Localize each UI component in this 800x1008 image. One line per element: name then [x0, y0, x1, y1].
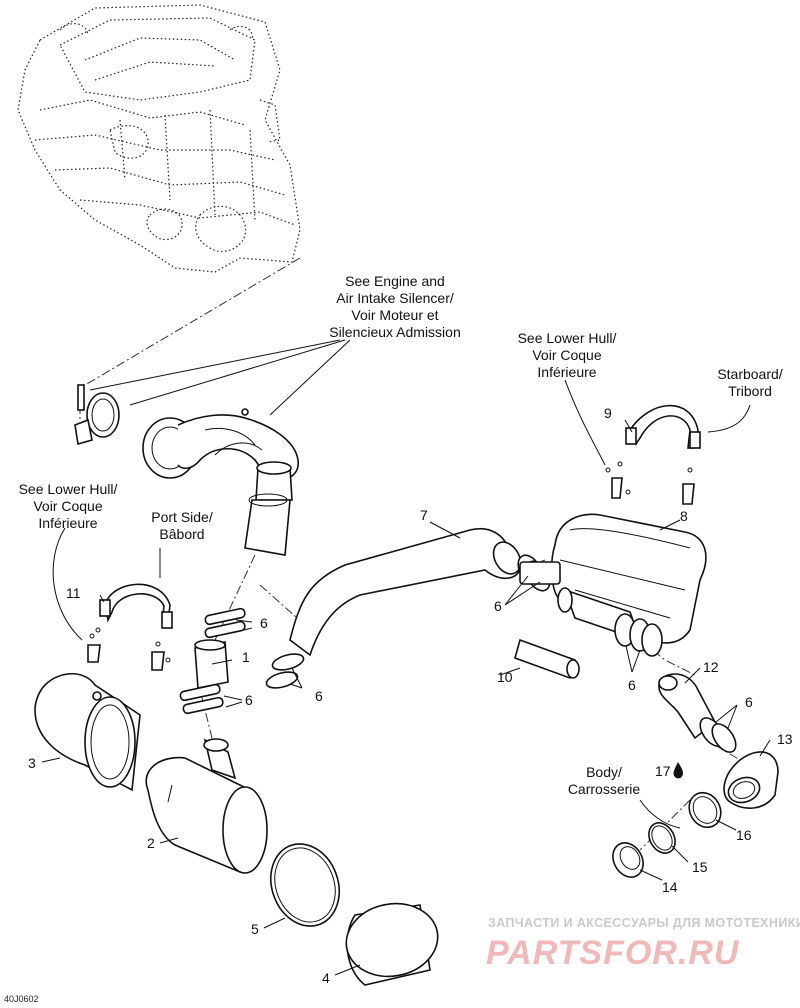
svg-text:Air Intake Silencer/: Air Intake Silencer/ — [336, 290, 454, 306]
part-number-10: 10 — [497, 669, 513, 685]
svg-text:Inférieure: Inférieure — [38, 515, 97, 531]
callout-lower-hull-right: See Lower Hull/ Voir Coque Inférieure — [518, 330, 617, 380]
tube-10 — [514, 638, 580, 680]
callout-body: Body/ Carrosserie — [568, 764, 641, 797]
watermark-brand: PARTSFOR.RU — [486, 934, 740, 972]
watermark-tagline: ЗАПЧАСТИ И АКСЕССУАРЫ ДЛЯ МОТОТЕХНИКИ — [488, 916, 800, 930]
part-number-12: 12 — [703, 659, 719, 675]
hose-clamps-upper-left — [204, 607, 246, 639]
part-number-15: 15 — [692, 859, 708, 875]
part-number-11: 11 — [66, 585, 81, 601]
callout-engine-intake: See Engine and Air Intake Silencer/ Voir… — [329, 273, 461, 340]
coupling-hose-1 — [194, 639, 229, 689]
svg-text:Bâbord: Bâbord — [159, 526, 204, 542]
upper-clamp — [74, 384, 120, 446]
part-number-13: 13 — [777, 731, 793, 747]
callout-port-side: Port Side/ Bâbord — [151, 509, 213, 542]
part-number-6-a: 6 — [260, 615, 268, 631]
drawing-reference: 40J0602 — [4, 994, 39, 1004]
svg-text:Body/: Body/ — [586, 764, 622, 780]
svg-text:Tribord: Tribord — [728, 383, 772, 399]
svg-text:Port Side/: Port Side/ — [151, 509, 213, 525]
part-number-2: 2 — [147, 835, 155, 851]
hose-clamps-lower-left — [179, 683, 224, 715]
part-number-6-f: 6 — [745, 694, 753, 710]
part-number-8: 8 — [680, 508, 688, 524]
part-number-6-d: 6 — [494, 598, 502, 614]
engine-outline — [17, 4, 301, 273]
svg-text:Voir Coque: Voir Coque — [33, 498, 102, 514]
svg-text:See Engine and: See Engine and — [345, 273, 445, 289]
part-number-7: 7 — [420, 507, 428, 523]
gasket-16 — [688, 791, 722, 829]
outlet-elbow-13 — [723, 751, 779, 809]
svg-text:See Lower Hull/: See Lower Hull/ — [518, 330, 617, 346]
heat-shield-3 — [34, 673, 141, 792]
exhaust-pipe-7 — [289, 528, 522, 657]
exhaust-manifold-pipe — [142, 408, 299, 556]
svg-text:Carrosserie: Carrosserie — [568, 781, 641, 797]
muffler-2 — [145, 738, 268, 874]
part-number-3: 3 — [28, 755, 36, 771]
ring-15 — [648, 822, 676, 854]
part-number-17: 17 — [655, 763, 671, 779]
svg-text:Starboard/: Starboard/ — [717, 366, 782, 382]
svg-text:Voir Moteur et: Voir Moteur et — [351, 307, 438, 323]
nozzle-14 — [612, 842, 644, 878]
part-number-1: 1 — [242, 649, 250, 665]
strap-9 — [625, 404, 701, 449]
sealant-drop-icon — [673, 762, 683, 779]
strap-11 — [99, 583, 173, 629]
part-number-5: 5 — [251, 921, 259, 937]
leader-lines — [41, 339, 771, 976]
ring-5 — [270, 843, 340, 927]
part-number-16: 16 — [736, 827, 752, 843]
watermark: ЗАПЧАСТИ И АКСЕССУАРЫ ДЛЯ МОТОТЕХНИКИ PA… — [486, 916, 800, 972]
svg-text:See Lower Hull/: See Lower Hull/ — [19, 481, 118, 497]
end-cap-4 — [345, 902, 439, 986]
hose-clamps-elbow — [699, 717, 737, 753]
hose-clamps-box — [614, 613, 663, 657]
part-number-6-b: 6 — [245, 692, 253, 708]
hose-clamps-mid — [265, 653, 305, 689]
part-number-6-e: 6 — [628, 677, 636, 693]
water-box-8 — [519, 513, 707, 644]
part-numbers: 1 2 3 4 5 6 6 6 6 6 6 7 8 9 10 11 12 13 … — [28, 405, 793, 986]
callout-starboard: Starboard/ Tribord — [717, 366, 782, 399]
part-number-6-c: 6 — [315, 688, 323, 704]
svg-text:Silencieux Admission: Silencieux Admission — [329, 324, 461, 340]
part-number-14: 14 — [662, 879, 678, 895]
callout-lower-hull-left: See Lower Hull/ Voir Coque Inférieure — [19, 481, 118, 531]
part-number-9: 9 — [604, 405, 612, 421]
hull-brackets — [87, 461, 695, 671]
part-number-4: 4 — [322, 970, 330, 986]
svg-text:Inférieure: Inférieure — [537, 364, 596, 380]
svg-text:Voir Coque: Voir Coque — [532, 347, 601, 363]
